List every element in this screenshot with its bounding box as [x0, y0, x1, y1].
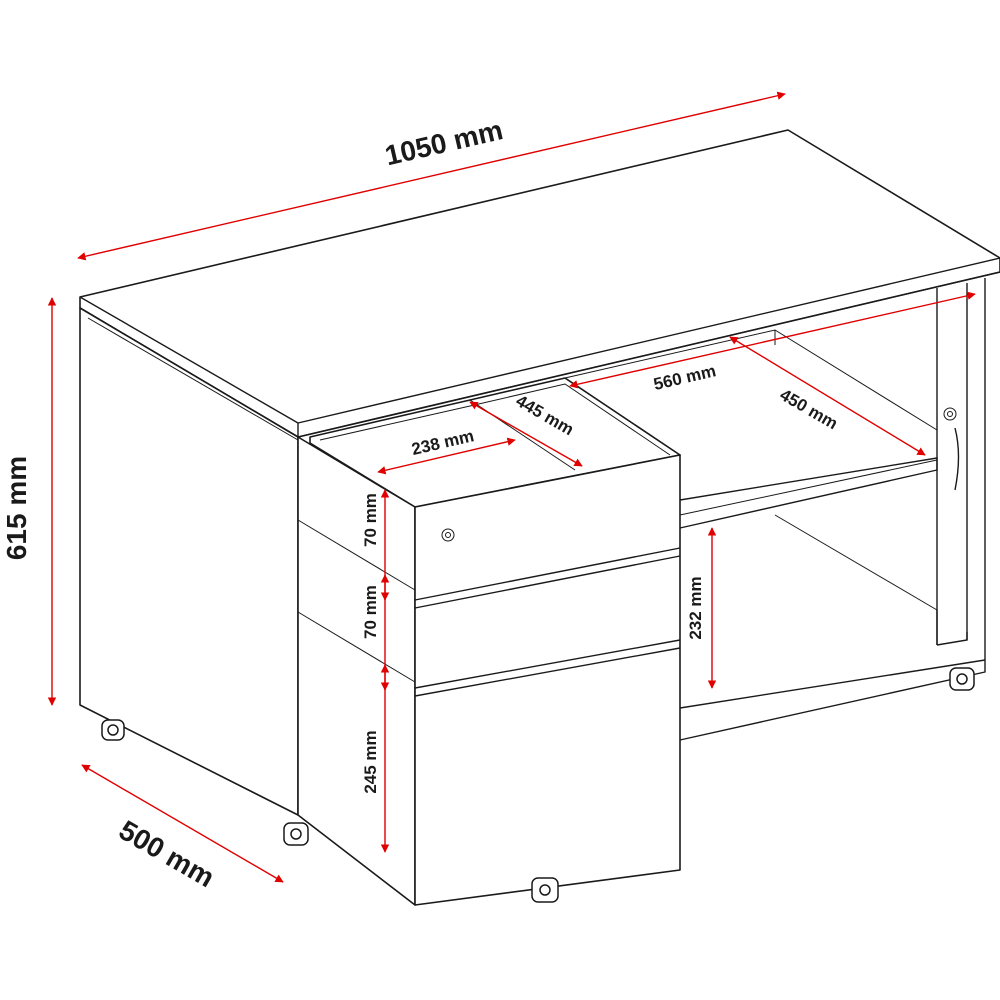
pedestal — [297, 377, 681, 906]
label-245: 245 mm — [361, 730, 380, 793]
label-500: 500 mm — [114, 814, 220, 893]
dim-445-line — [469, 401, 583, 467]
label-70b: 70 mm — [361, 585, 380, 639]
pedestal-lock-icon — [441, 528, 455, 542]
label-232: 232 mm — [686, 576, 705, 639]
pedestal-front — [414, 454, 681, 906]
dimension-lines — [47, 91, 976, 883]
dim-1050-line — [77, 91, 786, 261]
door-lock-icon — [943, 407, 957, 421]
caster-icon — [283, 822, 309, 846]
label-70a: 70 mm — [361, 493, 380, 547]
casters — [101, 667, 975, 903]
dim-500-line — [81, 764, 284, 883]
caster-icon — [101, 719, 125, 741]
caster-icon — [949, 667, 975, 691]
label-450: 450 mm — [777, 385, 841, 433]
label-615: 615 mm — [1, 456, 32, 560]
label-560: 560 mm — [652, 361, 718, 394]
door-handle — [954, 427, 960, 491]
caster-icon — [531, 877, 559, 903]
dim-450-line — [729, 336, 926, 456]
